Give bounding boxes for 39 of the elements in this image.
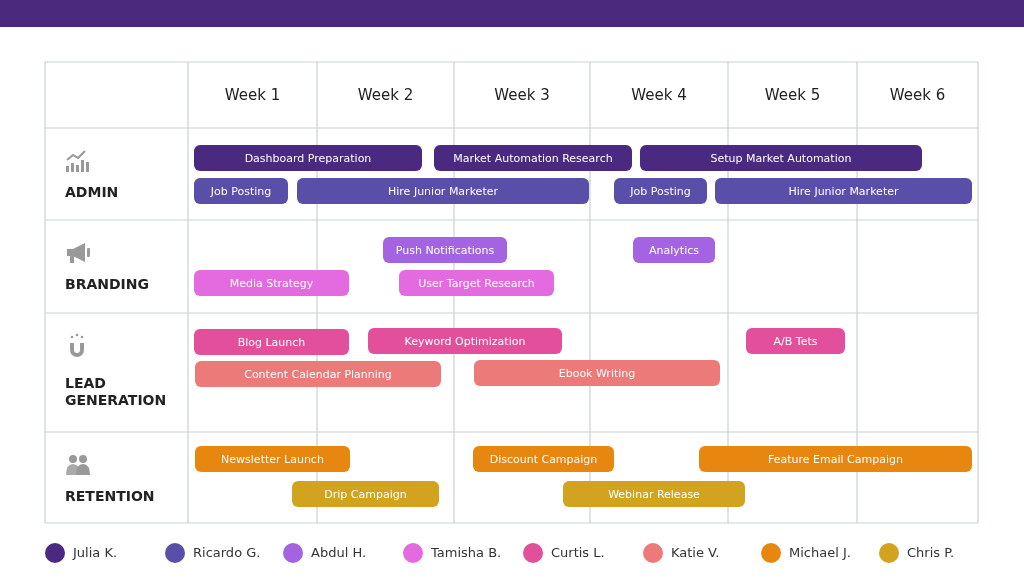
task-bar: Push Notifications (383, 237, 507, 263)
task-bar: Analytics (633, 237, 715, 263)
task-bar: Job Posting (194, 178, 288, 204)
column-header: Week 3 (493, 86, 551, 104)
row-heading: RETENTION (65, 488, 156, 505)
task-bar: Blog Launch (194, 329, 349, 355)
legend-label: Abdul H. (311, 545, 367, 560)
column-header: Week 6 (888, 86, 947, 104)
task-bar: Content Calendar Planning (195, 361, 441, 387)
task-bar: User Target Research (399, 270, 554, 296)
task-bar: Hire Junior Marketer (297, 178, 589, 204)
task-bar: Ebook Writing (474, 360, 720, 386)
column-header: Week 4 (630, 86, 688, 104)
task-bar: Market Automation Research (434, 145, 632, 171)
task-bar: Hire Junior Marketer (715, 178, 972, 204)
legend-label: Curtis L. (551, 545, 605, 560)
task-bar: Setup Market Automation (640, 145, 922, 171)
column-header: Week 1 (223, 86, 282, 104)
legend-label: Julia K. (73, 545, 118, 560)
legend-label: Tamisha B. (431, 545, 502, 560)
row-heading: LEAD GENERATION (65, 375, 168, 409)
task-bar: Media Strategy (194, 270, 349, 296)
column-header: Week 5 (763, 86, 822, 104)
legend-label: Michael J. (789, 545, 851, 560)
row-heading: BRANDING (65, 276, 151, 293)
legend-label: Ricardo G. (193, 545, 261, 560)
task-bar: Feature Email Campaign (699, 446, 972, 472)
task-bar: Webinar Release (563, 481, 745, 507)
task-bar: Drip Campaign (292, 481, 439, 507)
task-bar: Dashboard Preparation (194, 145, 422, 171)
task-bar: Keyword Optimization (368, 328, 562, 354)
legend-label: Chris P. (907, 545, 955, 560)
task-bar: A/B Tets (746, 328, 845, 354)
task-bar: Newsletter Launch (195, 446, 350, 472)
legend-label: Katie V. (671, 545, 720, 560)
task-bar: Job Posting (614, 178, 707, 204)
task-bar: Discount Campaign (473, 446, 614, 472)
column-header: Week 2 (356, 86, 415, 104)
row-heading: ADMIN (65, 184, 120, 201)
